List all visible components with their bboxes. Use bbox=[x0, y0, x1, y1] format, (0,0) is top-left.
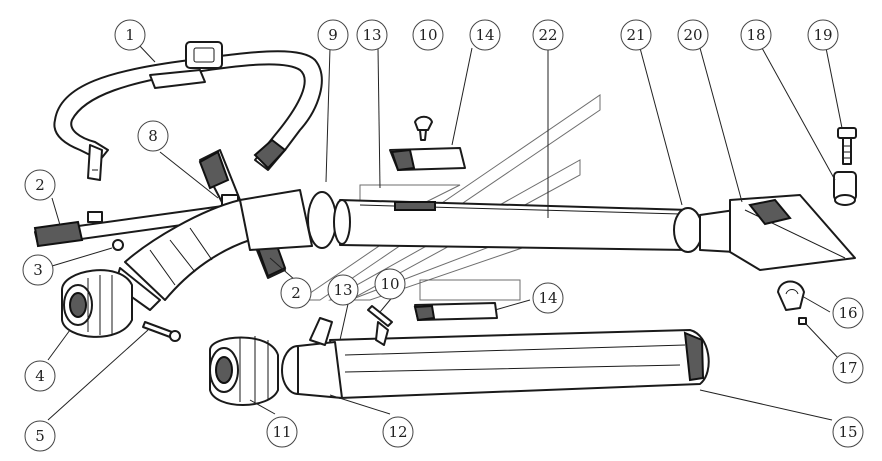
callout-14-lower: 14 bbox=[532, 282, 564, 314]
main-tube bbox=[239, 189, 736, 253]
svg-text:14: 14 bbox=[475, 26, 494, 44]
svg-text:2: 2 bbox=[35, 176, 45, 194]
callout-11: 11 bbox=[266, 416, 298, 448]
svg-text:16: 16 bbox=[838, 304, 857, 322]
strap bbox=[53, 41, 323, 181]
callout-16: 16 bbox=[832, 297, 864, 329]
callout-labels: 1 9 13 10 14 22 21 20 18 19 8 2 3 2 4 5 … bbox=[22, 19, 864, 452]
svg-text:19: 19 bbox=[813, 26, 832, 44]
svg-text:14: 14 bbox=[538, 289, 557, 307]
svg-text:17: 17 bbox=[838, 359, 857, 377]
svg-text:13: 13 bbox=[362, 26, 381, 44]
callout-22: 22 bbox=[532, 19, 564, 51]
callout-9: 9 bbox=[317, 19, 349, 51]
svg-text:15: 15 bbox=[838, 423, 857, 441]
sleeve bbox=[833, 171, 857, 206]
callout-13: 13 bbox=[356, 19, 388, 51]
callout-2-upper: 2 bbox=[24, 169, 56, 201]
svg-text:4: 4 bbox=[35, 367, 45, 385]
wing-screw-lower bbox=[367, 305, 393, 346]
callout-17: 17 bbox=[832, 352, 864, 384]
watermark-graphic bbox=[298, 94, 601, 301]
svg-text:11: 11 bbox=[272, 423, 291, 441]
crevice-tool bbox=[329, 329, 710, 399]
clip-strip-lower bbox=[413, 302, 498, 322]
callout-10-lower: 10 bbox=[374, 268, 406, 300]
svg-text:10: 10 bbox=[380, 275, 399, 293]
callout-15: 15 bbox=[832, 416, 864, 448]
svg-text:9: 9 bbox=[328, 26, 338, 44]
callout-5: 5 bbox=[24, 420, 56, 452]
svg-text:2: 2 bbox=[291, 284, 301, 302]
callout-18: 18 bbox=[740, 19, 772, 51]
pin-17 bbox=[798, 317, 807, 325]
svg-text:5: 5 bbox=[35, 427, 45, 445]
wing-screw-upper bbox=[414, 115, 433, 141]
clip-strip-upper bbox=[389, 147, 466, 172]
svg-text:3: 3 bbox=[33, 261, 43, 279]
callout-1: 1 bbox=[114, 19, 146, 51]
adapter bbox=[281, 317, 343, 399]
callout-3: 3 bbox=[22, 254, 54, 286]
svg-text:18: 18 bbox=[746, 26, 765, 44]
svg-text:12: 12 bbox=[388, 423, 407, 441]
svg-text:13: 13 bbox=[333, 281, 352, 299]
bolt bbox=[837, 127, 857, 165]
callout-19: 19 bbox=[807, 19, 839, 51]
callout-21: 21 bbox=[620, 19, 652, 51]
callout-8: 8 bbox=[137, 120, 169, 152]
nozzle bbox=[729, 194, 856, 271]
svg-text:1: 1 bbox=[125, 26, 135, 44]
threaded-ring bbox=[209, 336, 279, 406]
nut bbox=[112, 239, 124, 251]
svg-text:21: 21 bbox=[626, 26, 645, 44]
callout-20: 20 bbox=[677, 19, 709, 51]
clip-16 bbox=[777, 280, 805, 311]
svg-text:8: 8 bbox=[148, 127, 158, 145]
screw bbox=[142, 321, 181, 342]
leader-lines bbox=[47, 43, 843, 421]
threaded-coupling bbox=[61, 269, 133, 338]
svg-text:10: 10 bbox=[418, 26, 437, 44]
callout-13-lower: 13 bbox=[327, 274, 359, 306]
callout-4: 4 bbox=[24, 360, 56, 392]
svg-text:20: 20 bbox=[683, 26, 702, 44]
callout-2-lower: 2 bbox=[280, 277, 312, 309]
callout-12: 12 bbox=[382, 416, 414, 448]
callout-10: 10 bbox=[412, 19, 444, 51]
svg-text:22: 22 bbox=[538, 26, 557, 44]
callout-14: 14 bbox=[469, 19, 501, 51]
